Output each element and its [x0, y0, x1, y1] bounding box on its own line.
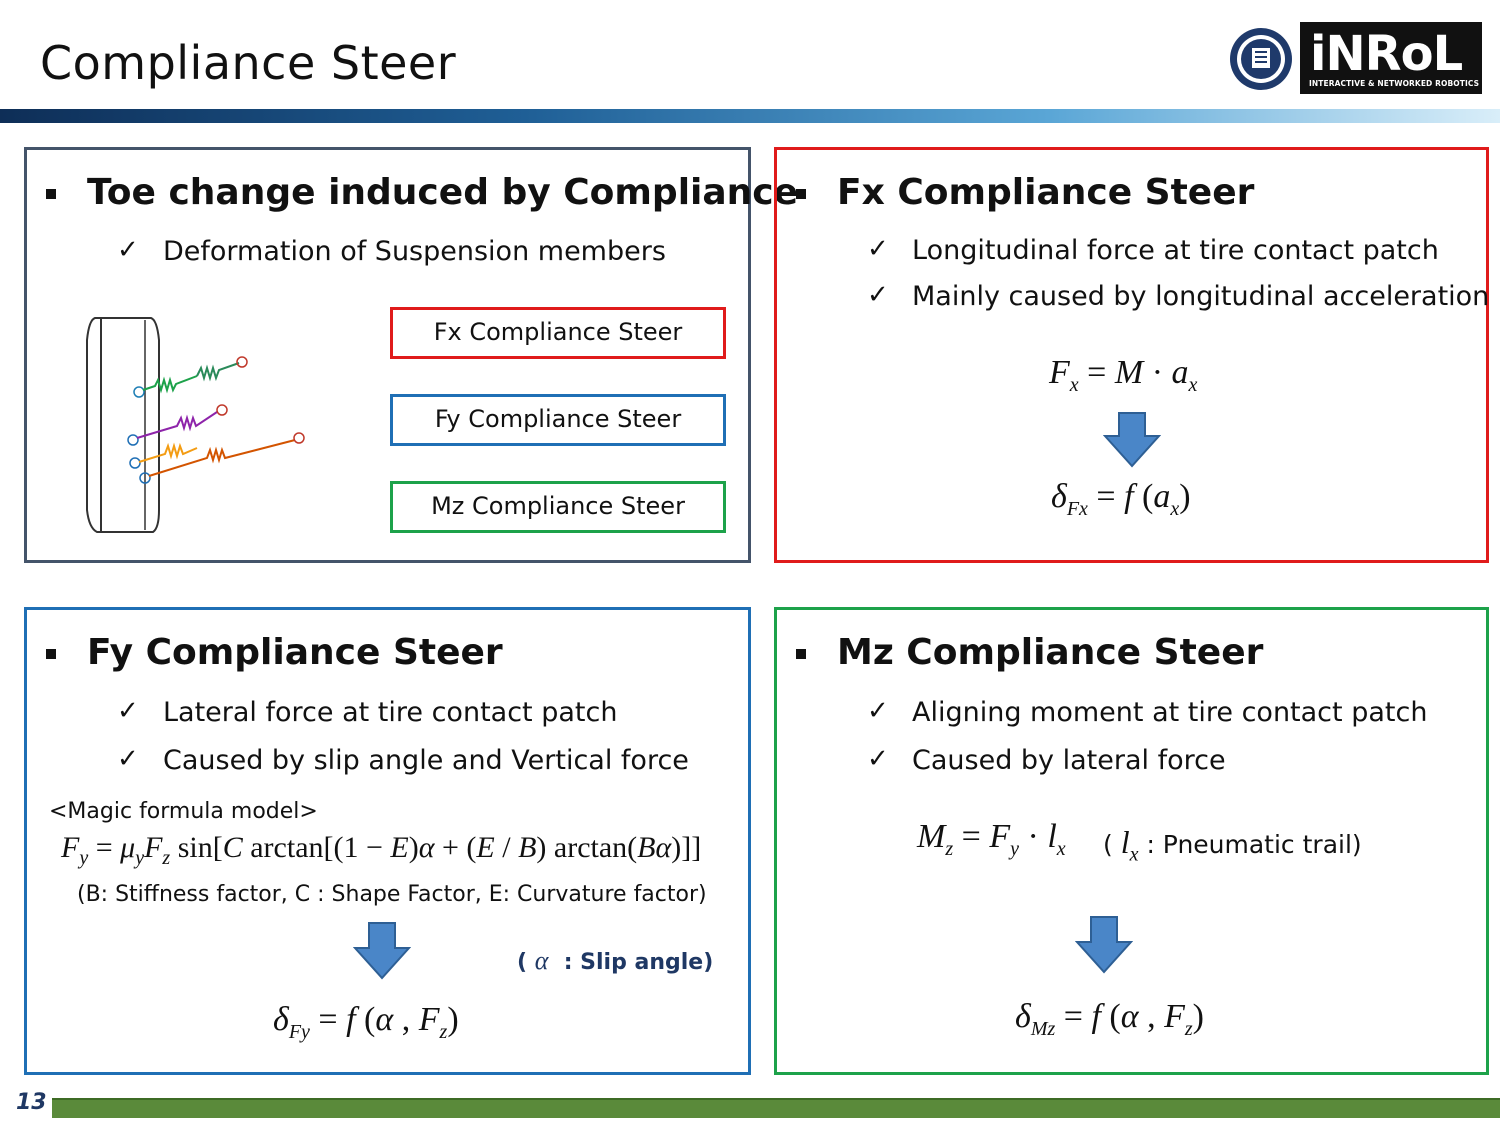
bullet-square-icon: [796, 189, 806, 199]
down-arrow-icon: [353, 922, 411, 980]
list-item: Deformation of Suspension members: [163, 236, 666, 267]
list-item: Lateral force at tire contact patch: [163, 697, 618, 728]
check-icon: ✓: [867, 696, 889, 726]
bullet-square-icon: [46, 189, 56, 199]
panel-fx-compliance: Fx Compliance Steer ✓ Longitudinal force…: [774, 147, 1489, 563]
slip-angle-note: ( α : Slip angle): [517, 946, 714, 975]
university-emblem-icon: [1230, 28, 1292, 90]
equation-fx: Fx = M · ax: [1049, 354, 1198, 396]
equation-mz: Mz = Fy · lx: [917, 818, 1066, 860]
list-item: Caused by slip angle and Vertical force: [163, 745, 689, 776]
pneumatic-trail-note: ( lx : Pneumatic trail): [1103, 824, 1362, 866]
fy-compliance-box: Fy Compliance Steer: [390, 394, 726, 446]
inrol-logo: iNRoL INTERACTIVE & NETWORKED ROBOTICS L…: [1300, 22, 1500, 94]
footer-bar: [52, 1098, 1500, 1118]
magic-formula-label: <Magic formula model>: [49, 799, 318, 824]
equation-magic-formula: Fy = μyFz sin[C arctan[(1 − E)α + (E / B…: [61, 831, 702, 869]
panel-heading: Toe change induced by Compliance: [87, 172, 799, 213]
equation-delta-mz: δMz = f (α , Fz): [1015, 998, 1204, 1040]
header-bar: [0, 109, 1500, 123]
panel-heading: Fy Compliance Steer: [87, 632, 503, 673]
slide-title: Compliance Steer: [40, 36, 457, 90]
bullet-square-icon: [46, 649, 56, 659]
bullet-square-icon: [796, 649, 806, 659]
panel-toe-change: Toe change induced by Compliance ✓ Defor…: [24, 147, 798, 563]
mz-compliance-box: Mz Compliance Steer: [390, 481, 726, 533]
list-item: Caused by lateral force: [912, 745, 1226, 776]
down-arrow-icon: [1103, 412, 1161, 468]
check-icon: ✓: [117, 696, 139, 726]
check-icon: ✓: [117, 235, 139, 265]
panel-mz-compliance: Mz Compliance Steer ✓ Aligning moment at…: [774, 607, 1489, 1075]
tire-spring-diagram: [86, 317, 305, 533]
list-item: Aligning moment at tire contact patch: [912, 697, 1428, 728]
check-icon: ✓: [867, 280, 889, 310]
factors-note: (B: Stiffness factor, C : Shape Factor, …: [77, 882, 707, 907]
down-arrow-icon: [1075, 916, 1133, 974]
check-icon: ✓: [867, 234, 889, 264]
panel-heading: Mz Compliance Steer: [837, 632, 1264, 673]
fx-compliance-box: Fx Compliance Steer: [390, 307, 726, 359]
panel-heading: Fx Compliance Steer: [837, 172, 1255, 213]
equation-delta-fx: δFx = f (ax): [1051, 478, 1191, 520]
panel-fy-compliance: Fy Compliance Steer ✓ Lateral force at t…: [24, 607, 751, 1075]
check-icon: ✓: [117, 744, 139, 774]
page-number: 13: [16, 1090, 47, 1115]
list-item: Longitudinal force at tire contact patch: [912, 235, 1439, 266]
list-item: Mainly caused by longitudinal accelerati…: [912, 281, 1490, 312]
equation-delta-fy: δFy = f (α , Fz): [273, 1001, 459, 1043]
check-icon: ✓: [867, 744, 889, 774]
